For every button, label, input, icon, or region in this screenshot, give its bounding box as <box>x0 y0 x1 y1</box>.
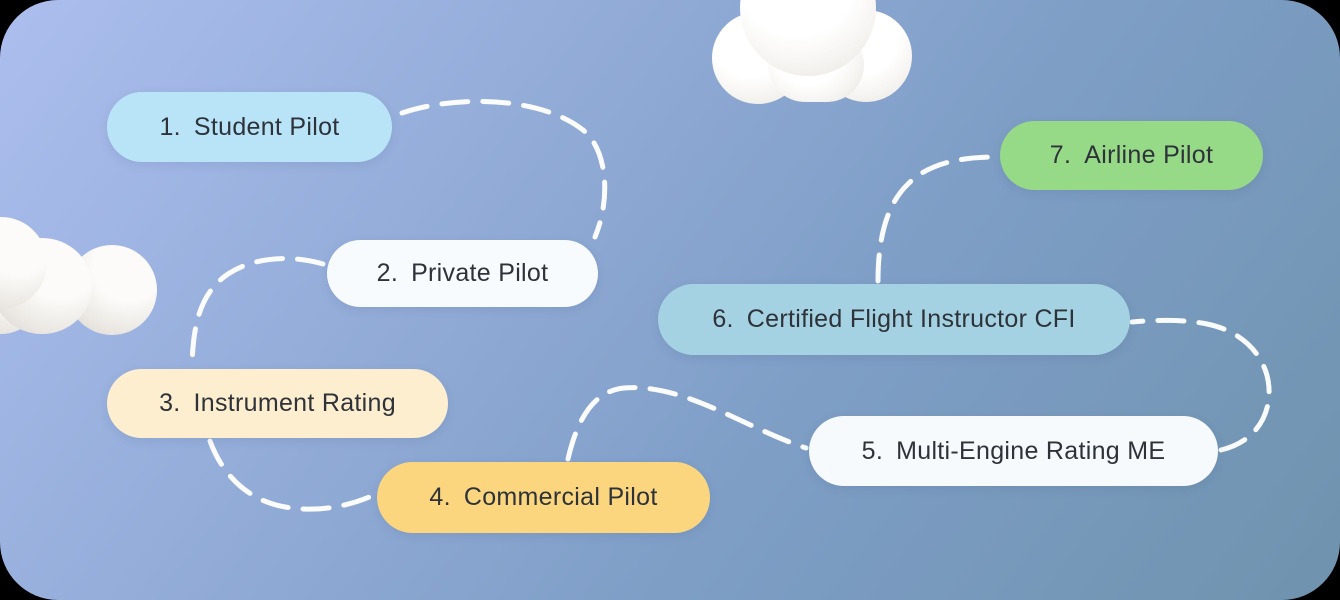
step-multi-engine-rating: 5. Multi-Engine Rating ME <box>809 416 1218 486</box>
step-airline-pilot: 7. Airline Pilot <box>1000 121 1263 190</box>
step-student-pilot: 1. Student Pilot <box>107 92 392 162</box>
step-label: Multi-Engine Rating ME <box>896 436 1166 465</box>
step-number: 7. <box>1049 141 1072 169</box>
step-label: Student Pilot <box>193 112 340 141</box>
connector-4-5 <box>565 385 809 462</box>
step-number: 3. <box>159 389 181 417</box>
step-number: 6. <box>712 305 734 333</box>
step-label: Airline Pilot <box>1084 141 1214 169</box>
connector-5-6 <box>1129 317 1272 453</box>
step-number: 5. <box>861 436 884 465</box>
step-number: 1. <box>159 112 181 141</box>
cloud-icon <box>700 0 930 110</box>
step-number: 2. <box>376 259 399 287</box>
connector-3-4 <box>207 438 377 512</box>
step-private-pilot: 2. Private Pilot <box>327 240 598 307</box>
connector-2-3 <box>189 256 326 369</box>
cloud-icon <box>0 210 160 345</box>
step-label: Instrument Rating <box>193 389 396 417</box>
step-certified-flight-instructor: 6. Certified Flight Instructor CFI <box>658 284 1130 355</box>
step-number: 4. <box>429 483 451 511</box>
connector-6-7 <box>875 154 1001 284</box>
step-label: Private Pilot <box>411 259 549 287</box>
step-instrument-rating: 3. Instrument Rating <box>107 369 448 438</box>
step-commercial-pilot: 4. Commercial Pilot <box>377 462 710 533</box>
connector-1-2 <box>399 98 608 240</box>
step-label: Commercial Pilot <box>463 483 658 511</box>
step-label: Certified Flight Instructor CFI <box>746 305 1076 333</box>
